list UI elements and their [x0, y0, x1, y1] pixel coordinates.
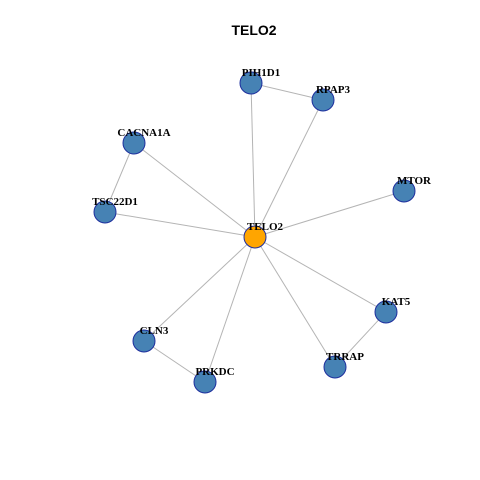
node-label-pih1d1: PIH1D1: [242, 67, 281, 79]
node-label-telo2: TELO2: [247, 221, 284, 233]
node-layer: [93, 71, 416, 394]
node-label-mtor: MTOR: [397, 175, 432, 187]
edge-telo2-prkdc: [204, 236, 256, 383]
diagram-title: TELO2: [231, 22, 276, 38]
edge-telo2-cln3: [143, 236, 256, 342]
node-telo2: [243, 225, 267, 249]
edge-telo2-trrap: [254, 236, 336, 368]
edge-telo2-rpap3: [254, 99, 324, 238]
edge-telo2-mtor: [254, 190, 405, 238]
node-rpap3: [311, 88, 335, 112]
edge-cacna1a-tsc22d1: [104, 142, 135, 213]
edge-layer: [104, 82, 405, 383]
edge-telo2-pih1d1: [250, 82, 256, 238]
edge-telo2-tsc22d1: [104, 211, 256, 238]
edge-telo2-cacna1a: [133, 142, 256, 238]
node-label-cacna1a: CACNA1A: [117, 127, 170, 139]
node-label-prkdc: PRKDC: [195, 366, 234, 378]
node-pih1d1: [239, 71, 263, 95]
node-label-cln3: CLN3: [140, 325, 169, 337]
edge-telo2-kat5: [254, 236, 387, 313]
node-cln3: [132, 329, 156, 353]
node-label-trrap: TRRAP: [326, 351, 364, 363]
edge-cln3-prkdc: [143, 340, 206, 383]
node-label-tsc22d1: TSC22D1: [92, 196, 138, 208]
edge-pih1d1-rpap3: [250, 82, 324, 101]
node-label-rpap3: RPAP3: [316, 84, 351, 96]
node-tsc22d1: [93, 200, 117, 224]
node-cacna1a: [122, 131, 146, 155]
node-trrap: [323, 355, 347, 379]
node-kat5: [374, 300, 398, 324]
node-mtor: [392, 179, 416, 203]
node-prkdc: [193, 370, 217, 394]
node-label-kat5: KAT5: [382, 296, 411, 308]
edge-kat5-trrap: [334, 311, 387, 368]
